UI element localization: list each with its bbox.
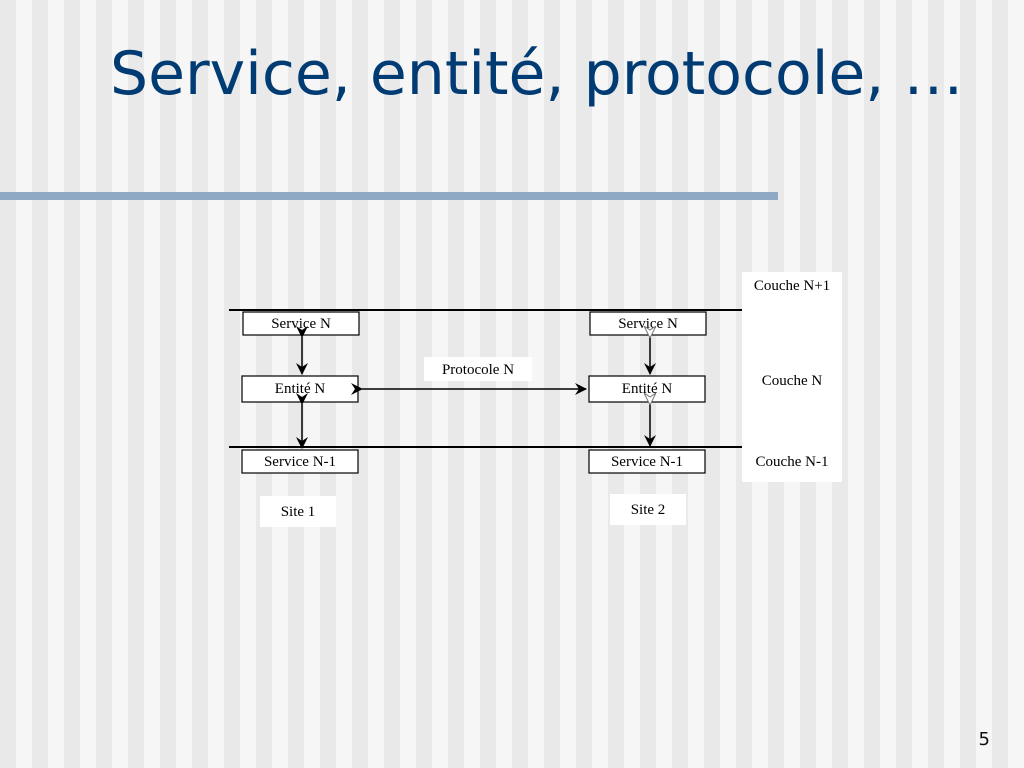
protocol-label-box: Protocole N: [424, 357, 532, 381]
site1-service-n-box: Service N: [242, 311, 360, 336]
site1-service-n-1-box: Service N-1: [241, 449, 359, 474]
layer-labels-panel: [742, 272, 842, 482]
site1-label: Site 1: [281, 504, 316, 520]
protocol-label: Protocole N: [442, 362, 514, 378]
site2-service-n-1-label: Service N-1: [611, 454, 683, 470]
title-underline: [0, 192, 778, 200]
site1-service-n-1-label: Service N-1: [264, 454, 336, 470]
page-number: 5: [978, 729, 990, 750]
site1-entity-n-label: Entité N: [275, 381, 326, 397]
site2-service-n-box: Service N: [589, 311, 707, 336]
site1-label-box: Site 1: [260, 496, 336, 527]
slide-title: Service, entité, protocole, …: [110, 39, 964, 109]
site2-label: Site 2: [631, 502, 666, 518]
site2-service-n-1-box: Service N-1: [588, 449, 706, 474]
site2-entity-n-box: Entité N: [588, 375, 706, 403]
site1-service-n-label: Service N: [271, 316, 331, 332]
layer-label-upper: Couche N+1: [754, 278, 830, 294]
site2-entity-n-label: Entité N: [622, 381, 673, 397]
site2-service-n-label: Service N: [618, 316, 678, 332]
layer-label-middle: Couche N: [762, 373, 823, 389]
layer-label-lower: Couche N-1: [756, 454, 829, 470]
site1-entity-n-box: Entité N: [241, 375, 359, 403]
site2-label-box: Site 2: [610, 494, 686, 525]
